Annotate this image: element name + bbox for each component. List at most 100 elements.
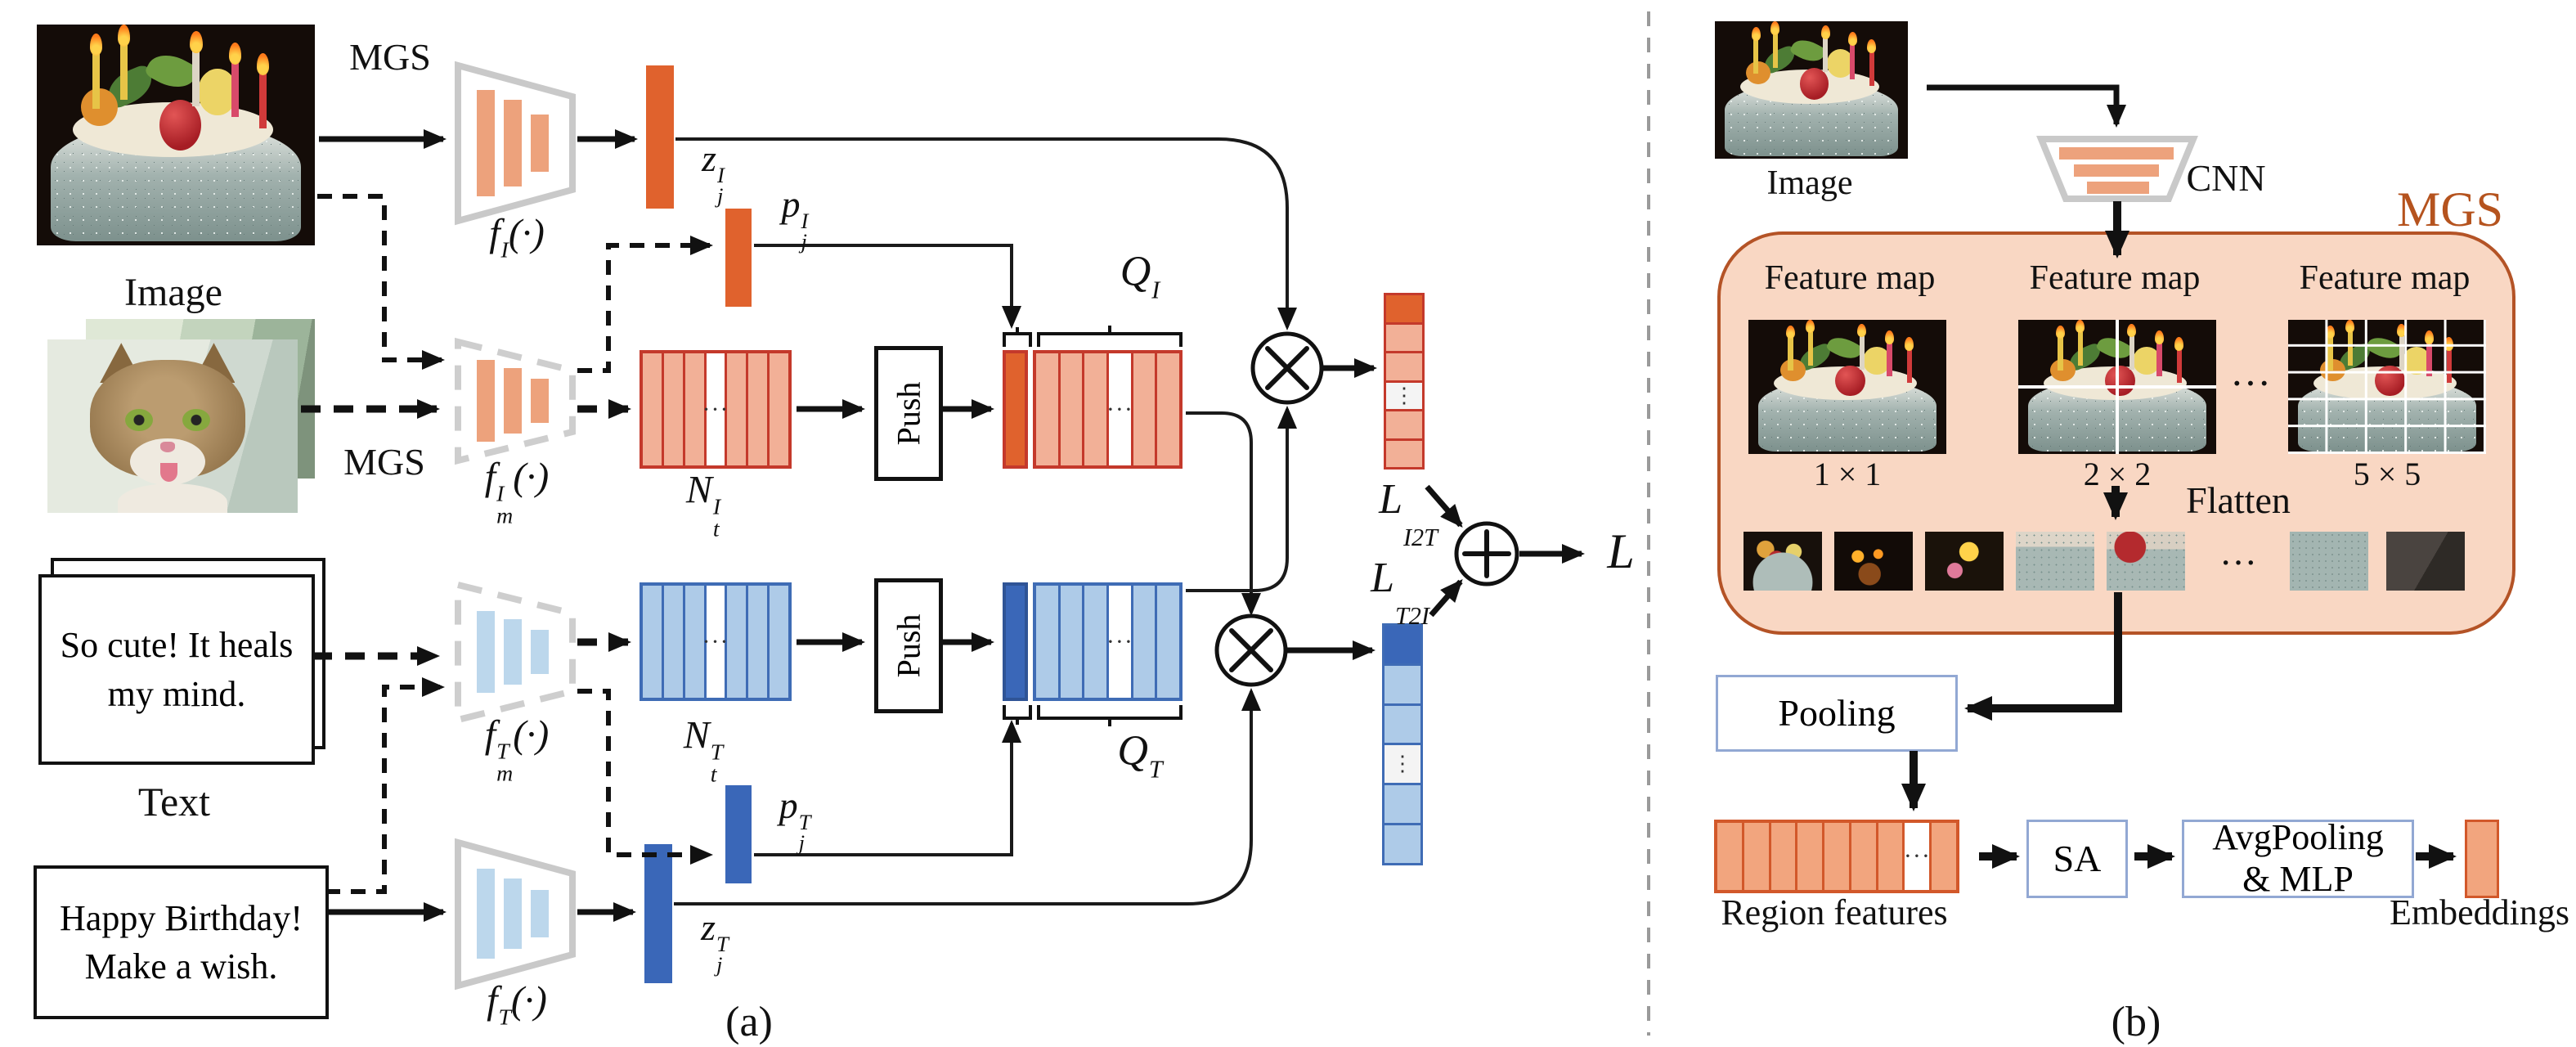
- cake-candle: [1753, 38, 1759, 74]
- QT-queue: ···: [1003, 582, 1183, 701]
- mgs-top-label: MGS: [349, 36, 431, 78]
- grid-cell: [1797, 823, 1825, 890]
- mgs-bottom-label: MGS: [343, 441, 425, 483]
- pooling-label: Pooling: [1778, 691, 1896, 734]
- grid-cell: [727, 353, 749, 465]
- candle-flame: [190, 31, 203, 54]
- dashed-text2-to-momentum-encoder: [325, 677, 445, 894]
- patches-ellipsis: ···: [2219, 541, 2257, 583]
- cake-candle: [1869, 51, 1874, 86]
- dashed-to-pI: [577, 236, 713, 373]
- feature-map-label-1: Feature map: [1764, 259, 1936, 297]
- grid-cell: [663, 353, 685, 465]
- cake-fruit: [1863, 346, 1892, 375]
- text-card-top: So cute! It heals my mind.: [38, 574, 315, 765]
- grid-overlay-5x5: [2288, 320, 2486, 454]
- text-encoder-layers: [477, 611, 549, 959]
- queue-new-entry: [1003, 582, 1028, 701]
- image-label-b: Image: [1766, 164, 1853, 202]
- mgs-module-label: MGS: [2396, 182, 2504, 236]
- otimes-bottom-icon: [1214, 613, 1288, 687]
- line-pI-to-QI-bracket: [754, 244, 1021, 329]
- NI-batch-grid: ···: [640, 350, 792, 469]
- grid-cell-dots: ···: [1106, 353, 1133, 465]
- push-box-text: Push: [874, 578, 943, 713]
- feature-map-label-2: Feature map: [2029, 259, 2201, 297]
- embeddings-bar: [2465, 820, 2499, 898]
- sim-cell-dots: ⋮: [1386, 382, 1422, 411]
- region-patch: [2016, 532, 2094, 591]
- pT-feature-bar: [725, 785, 752, 883]
- candle-flame: [228, 42, 242, 65]
- sim-cell: [1386, 295, 1422, 325]
- candle-flame: [1905, 337, 1914, 351]
- caption-a: (a): [725, 999, 773, 1045]
- sim-cell: [1384, 785, 1420, 826]
- pooling-box: Pooling: [1716, 675, 1958, 752]
- candle-flame: [89, 33, 103, 56]
- grid-cell: [1084, 586, 1110, 698]
- image-encoder-layers: [477, 90, 549, 442]
- cake-candle: [259, 73, 267, 128]
- grid-cell: [1036, 586, 1061, 698]
- zI-feature-bar: [646, 65, 674, 209]
- grid-cell: [1157, 353, 1180, 465]
- grid-cell: [643, 353, 664, 465]
- pI-feature-bar: [725, 209, 752, 307]
- grid-cell: [1851, 823, 1878, 890]
- cat-photo-art: [47, 339, 298, 513]
- LI2T-similarity-column: ⋮: [1384, 293, 1425, 470]
- cake-photo-b: [1715, 21, 1908, 159]
- zT-feature-bar: [644, 844, 672, 983]
- sim-cell: [1386, 440, 1422, 467]
- QI-queue: ···: [1003, 350, 1183, 469]
- candle-flame: [1806, 320, 1815, 334]
- sa-label: SA: [2053, 837, 2102, 879]
- grid-cell: [1060, 353, 1085, 465]
- flatten-label: Flatten: [2186, 479, 2291, 521]
- grid-cell: [770, 586, 789, 698]
- queue-memory: ···: [1033, 350, 1183, 469]
- cat-chest: [117, 483, 228, 513]
- cake-candle: [1807, 331, 1813, 366]
- avgpooling-label-line1: AvgPooling: [2212, 817, 2384, 858]
- cake-photo-art: [1715, 21, 1908, 159]
- cat-tongue: [159, 462, 178, 482]
- grid-cell: [748, 586, 770, 698]
- candle-flame: [1857, 323, 1867, 338]
- text-label: Text: [137, 779, 211, 825]
- candle-flame: [1751, 26, 1761, 41]
- LT2I-similarity-column: ⋮: [1382, 623, 1423, 865]
- cat-eye: [182, 408, 210, 432]
- grid-cell: [684, 353, 707, 465]
- candle-flame: [1884, 330, 1895, 344]
- sim-cell: [1386, 411, 1422, 441]
- grid-cell: [1770, 823, 1798, 890]
- region-patch: [2107, 532, 2185, 591]
- cake-candle: [120, 44, 128, 100]
- candle-flame: [1847, 32, 1857, 47]
- cake-candle: [231, 61, 239, 118]
- cake-cherry: [1835, 365, 1865, 397]
- text-card-line: Happy Birthday!: [60, 897, 303, 938]
- grid-cell: [1060, 586, 1085, 698]
- region-patch: [1925, 532, 2004, 591]
- grid-cell-dots: ···: [702, 353, 728, 465]
- cake-candle: [192, 51, 200, 106]
- QI-brackets: [1003, 326, 1183, 347]
- grid-overlay-2x2: [2018, 320, 2216, 454]
- queue-new-entry: [1003, 350, 1028, 469]
- feature-map-ellipsis: ···: [2230, 360, 2271, 406]
- candle-flame: [1770, 21, 1780, 35]
- grid-size-1x1: 1 × 1: [1813, 456, 1882, 492]
- cake-candle: [1859, 335, 1865, 370]
- region-patch: [1834, 532, 1913, 591]
- cat-eye: [124, 408, 153, 432]
